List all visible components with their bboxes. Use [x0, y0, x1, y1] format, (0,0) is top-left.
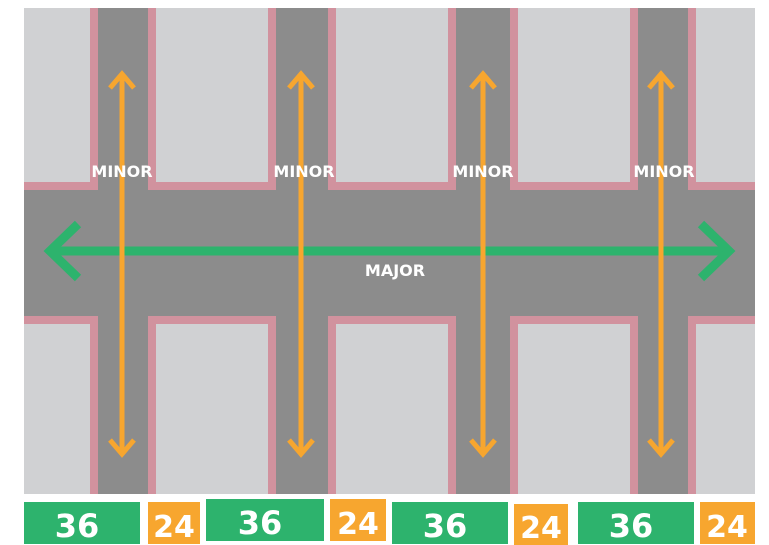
major-width-value: 36 [238, 504, 283, 542]
city-block [518, 8, 630, 182]
minor-width-value: 24 [706, 510, 748, 545]
minor-street-label: MINOR [452, 162, 513, 181]
major-width-box [24, 502, 140, 544]
minor-arrow-icon [108, 70, 136, 458]
city-block [336, 324, 448, 494]
minor-street-label: MINOR [273, 162, 334, 181]
city-block [156, 8, 268, 182]
city-block [696, 324, 755, 494]
minor-width-box [700, 502, 755, 544]
major-width-box [392, 502, 508, 544]
city-block [518, 324, 630, 494]
city-block [24, 324, 90, 494]
minor-arrow-icon [287, 70, 315, 458]
minor-width-value: 24 [153, 510, 195, 545]
city-block [696, 8, 755, 182]
major-width-box [206, 499, 324, 541]
major-width-value: 36 [423, 507, 468, 545]
city-block [336, 8, 448, 182]
minor-width-box [514, 504, 568, 545]
minor-arrow-icon [469, 70, 497, 458]
major-street-label: MAJOR [365, 261, 425, 280]
minor-street-label: MINOR [633, 162, 694, 181]
city-block [24, 8, 90, 182]
minor-arrows [108, 70, 675, 458]
major-width-value: 36 [55, 507, 100, 545]
top-blocks [24, 8, 755, 190]
minor-width-value: 24 [520, 511, 562, 545]
width-legend: 36 24 36 24 36 24 36 24 [24, 499, 755, 545]
major-width-box [578, 502, 694, 544]
minor-width-box [330, 499, 386, 541]
major-arrow-icon [43, 220, 736, 282]
minor-street-label: MINOR [91, 162, 152, 181]
minor-arrow-icon [647, 70, 675, 458]
bottom-blocks [24, 316, 755, 494]
major-width-value: 36 [609, 507, 654, 545]
minor-width-value: 24 [337, 507, 379, 542]
minor-width-box [148, 502, 200, 544]
city-block [156, 324, 268, 494]
